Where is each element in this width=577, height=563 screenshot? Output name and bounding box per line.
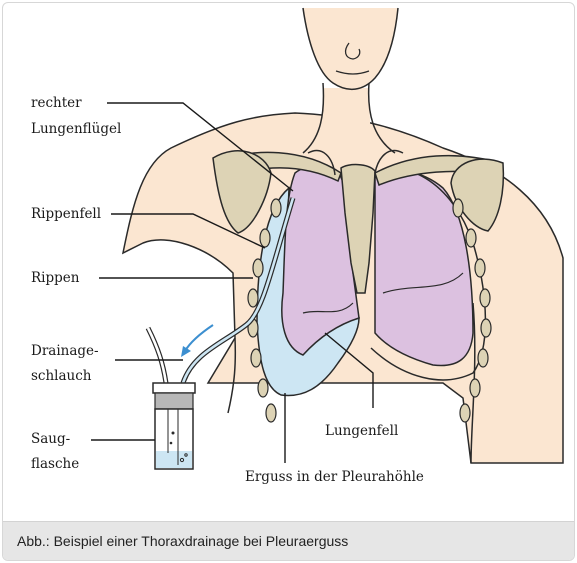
suction-bottle [153,383,195,469]
label-drainage: Drainage- [31,343,99,359]
label-lungenfluegel: Lungenflügel [31,121,121,137]
label-flasche: flasche [31,456,79,472]
label-rippen: Rippen [31,270,80,286]
flow-arrowhead [181,346,191,357]
label-saug: Saug- [31,431,70,447]
label-lungenfell: Lungenfell [325,423,398,439]
thorax-drainage-illustration: rechter Lungenflügel Rippenfell Rippen D… [3,3,574,521]
label-schlauch: schlauch [31,368,92,384]
flow-arrow [185,325,213,351]
neck [321,88,371,153]
head [303,8,398,89]
label-rechter: rechter [31,95,82,111]
label-rippenfell: Rippenfell [31,206,101,222]
caption-bar: Abb.: Beispiel einer Thoraxdrainage bei … [3,521,574,561]
anatomy-diagram: rechter Lungenflügel Rippenfell Rippen D… [3,3,574,521]
label-erguss: Erguss in der Pleurahöhle [245,469,424,485]
figure-caption: Abb.: Beispiel einer Thoraxdrainage bei … [17,533,348,549]
